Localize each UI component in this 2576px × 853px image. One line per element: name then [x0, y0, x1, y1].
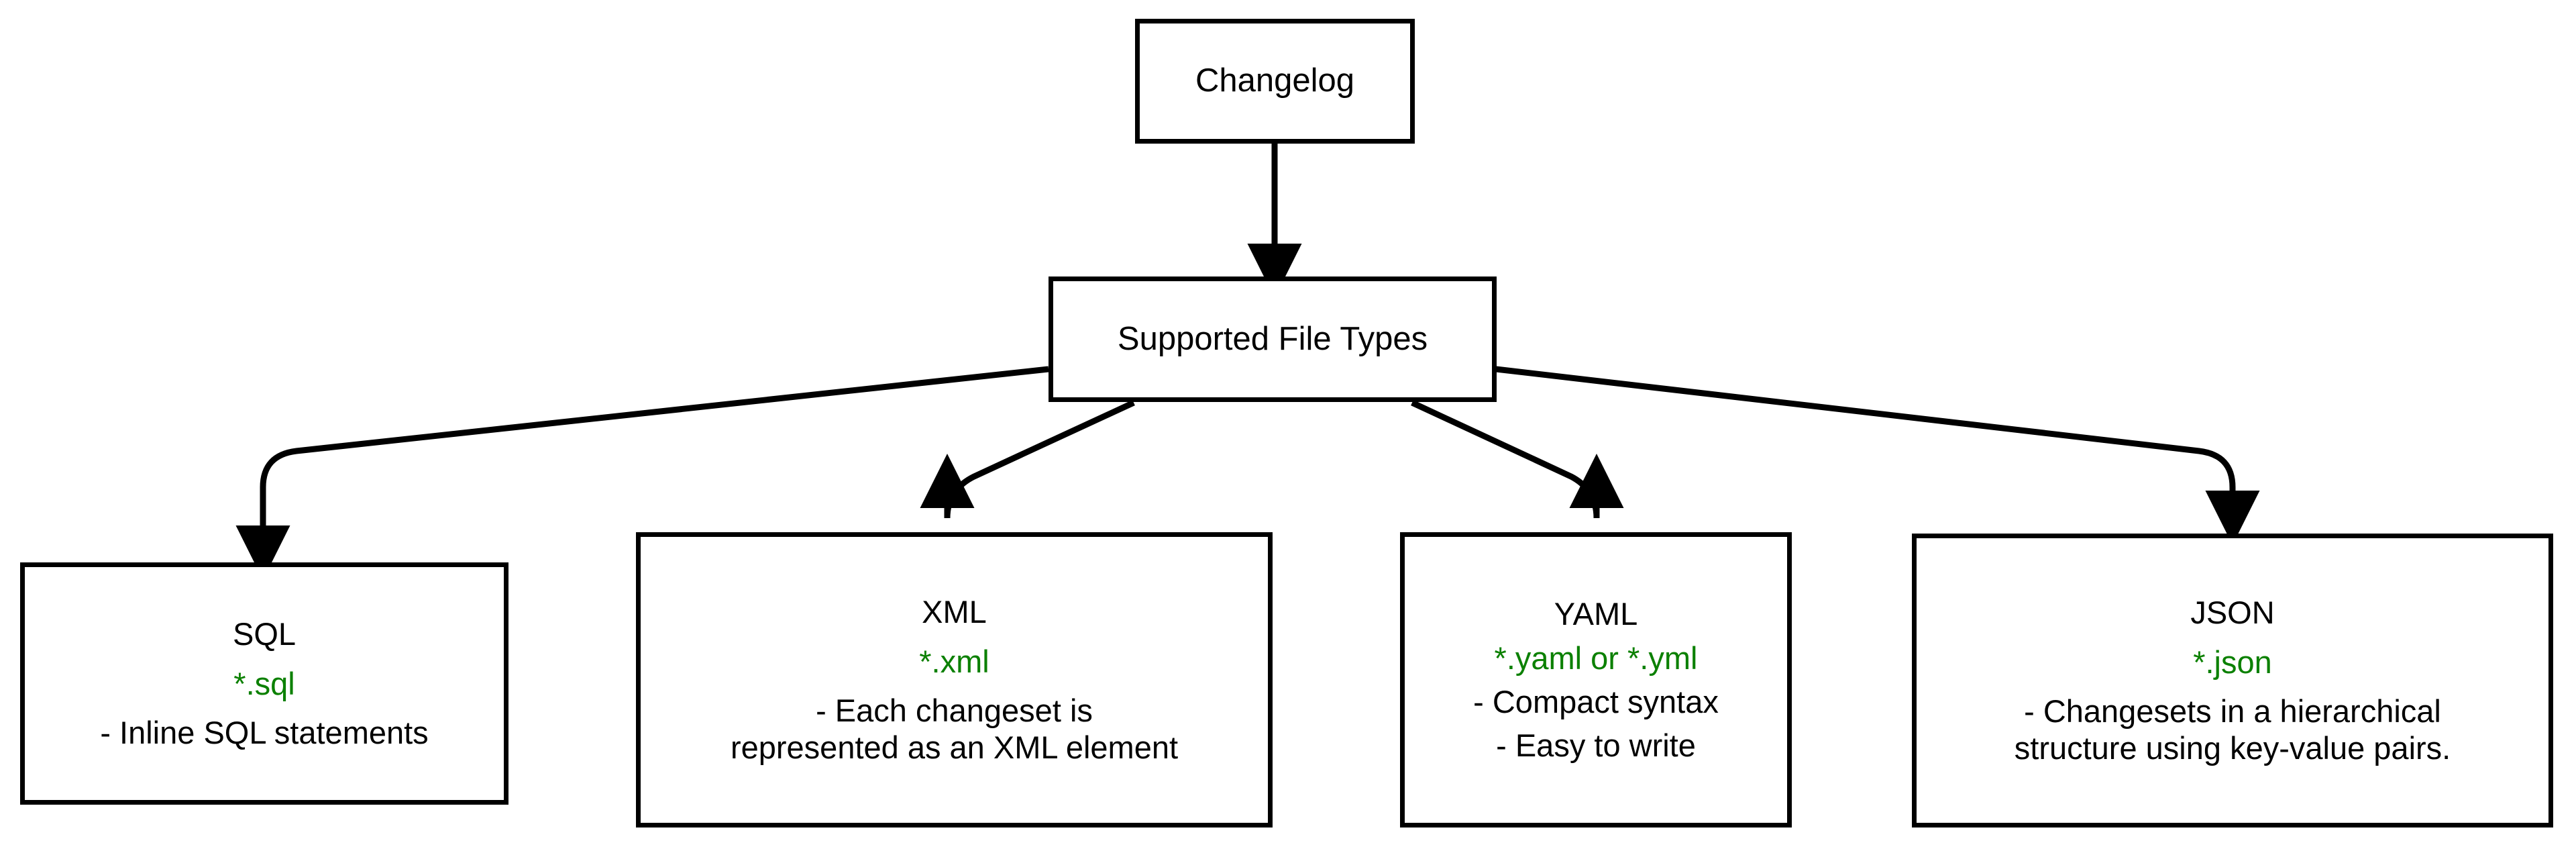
node-yaml-extension: *.yaml or *.yml	[1494, 640, 1698, 676]
node-xml[interactable]: XML *.xml - Each changeset is represente…	[636, 532, 1273, 827]
node-sql[interactable]: SQL *.sql - Inline SQL statements	[20, 562, 508, 805]
node-yaml-label: YAML	[1554, 596, 1638, 632]
node-yaml-description-line: - Compact syntax	[1473, 684, 1719, 719]
node-sql-description-line: - Inline SQL statements	[100, 715, 429, 751]
node-json-label: JSON	[2190, 595, 2275, 631]
node-xml-extension: *.xml	[919, 643, 989, 679]
node-json-extension: *.json	[2193, 644, 2272, 680]
node-json[interactable]: JSON *.json - Changesets in a hierarchic…	[1912, 534, 2553, 827]
node-changelog[interactable]: Changelog	[1135, 19, 1415, 144]
node-yaml-description-line: - Easy to write	[1496, 727, 1696, 764]
node-sql-label: SQL	[232, 616, 297, 652]
edge-supported-to-json	[1495, 366, 2260, 545]
node-xml-description-line: represented as an XML element	[730, 730, 1179, 766]
node-xml-description-line: - Each changeset is	[816, 693, 1093, 728]
edge-supported-to-yaml	[1411, 399, 1624, 519]
node-supported-file-types-label: Supported File Types	[1117, 320, 1428, 357]
node-json-description-line: - Changesets in a hierarchical	[2024, 693, 2441, 729]
node-json-description-line: structure using key-value pairs.	[2014, 730, 2451, 766]
node-xml-label: XML	[922, 594, 987, 630]
node-supported-file-types[interactable]: Supported File Types	[1049, 277, 1497, 402]
edge-supported-to-sql	[235, 366, 1049, 580]
edge-supported-to-xml	[920, 399, 1135, 519]
node-sql-extension: *.sql	[233, 665, 295, 701]
node-yaml[interactable]: YAML *.yaml or *.yml - Compact syntax - …	[1400, 532, 1792, 827]
node-changelog-label: Changelog	[1195, 62, 1355, 99]
